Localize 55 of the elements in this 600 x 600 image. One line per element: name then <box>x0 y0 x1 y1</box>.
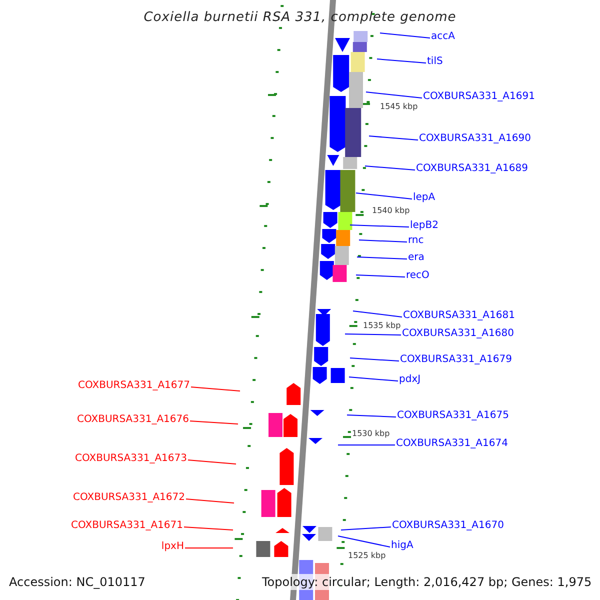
leader-line <box>338 444 396 446</box>
leader-line <box>344 334 402 336</box>
leader-line <box>346 414 396 418</box>
leader-line <box>340 526 392 530</box>
gene-label: COXBURSA331_A1690 <box>419 133 531 145</box>
gene-label: COXBURSA331_A1689 <box>416 163 528 175</box>
leader-line <box>376 58 426 64</box>
gene-label: COXBURSA331_A1675 <box>397 410 509 422</box>
leader-line <box>338 536 390 548</box>
gene-label: accA <box>431 31 455 43</box>
leader-line <box>366 92 422 98</box>
leader-line <box>356 256 408 260</box>
leader-line <box>188 460 236 464</box>
gene-label: COXBURSA331_A1681 <box>403 310 515 322</box>
gene-label: COXBURSA331_A1673 <box>75 453 187 465</box>
gene-label: lepA <box>413 192 436 204</box>
leader-line <box>356 274 406 278</box>
gene-label: lepB2 <box>410 220 439 232</box>
gene-label: recO <box>406 270 430 282</box>
gene-label: COXBURSA331_A1670 <box>392 520 504 532</box>
map-title: Coxiella burnetii RSA 331, complete genome <box>144 10 456 25</box>
scale-label: 1525 kbp <box>348 551 386 560</box>
leader-line <box>348 376 398 382</box>
leader-line <box>190 386 240 392</box>
gene-label: rnc <box>408 235 424 247</box>
scale-label: 1545 kbp <box>380 102 418 111</box>
gene-label: COXBURSA331_A1691 <box>423 91 535 103</box>
gene-label: COXBURSA331_A1674 <box>396 438 508 450</box>
leader-line <box>368 136 418 140</box>
gene-label: COXBURSA331_A1679 <box>400 354 512 366</box>
leader-line <box>184 526 234 530</box>
leader-line <box>186 498 234 504</box>
gene-label: COXBURSA331_A1677 <box>78 380 190 392</box>
leader-line <box>350 358 400 362</box>
leader-line <box>356 192 412 200</box>
scale-label: 1535 kbp <box>363 321 401 330</box>
gene-label: tilS <box>427 56 443 68</box>
gene-label: COXBURSA331_A1676 <box>77 414 189 426</box>
gene-label: lpxH <box>161 541 184 553</box>
leader-line <box>358 240 408 242</box>
leader-line <box>190 420 238 424</box>
gene-label: pdxJ <box>399 374 421 386</box>
leader-line <box>380 32 430 38</box>
scale-label: 1530 kbp <box>352 429 390 438</box>
gene-label: COXBURSA331_A1672 <box>73 492 185 504</box>
gene-label: COXBURSA331_A1680 <box>402 328 514 340</box>
footer-text: Accession: NC_010117 <box>9 574 146 590</box>
leader-line <box>352 310 402 318</box>
footer-text: Topology: circular; Length: 2,016,427 bp; Genes: 1,975 <box>262 574 592 590</box>
gene-label: era <box>408 252 424 264</box>
leader-line <box>350 224 410 228</box>
gene-label: higA <box>391 540 414 552</box>
scale-label: 1540 kbp <box>372 206 410 215</box>
leader-line <box>364 166 416 170</box>
gene-label: COXBURSA331_A1671 <box>71 520 183 532</box>
